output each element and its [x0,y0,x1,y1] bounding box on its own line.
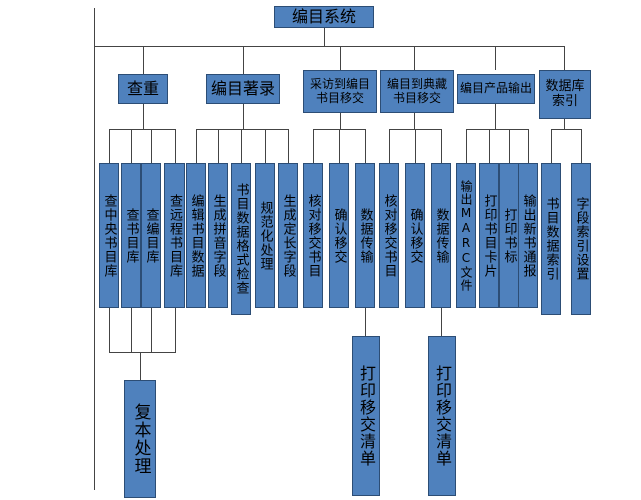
connector [109,129,175,130]
connector [509,129,510,163]
connector [415,129,416,163]
connector [581,129,582,163]
connector [109,352,175,353]
function-node: 核对移交书目 [379,163,399,308]
output-node: 打印移交清单 [428,336,456,496]
output-node: 复本处理 [124,380,156,498]
function-node: 确认移交 [405,163,425,308]
module-database-index: 数据库索引 [539,70,591,119]
connector [489,129,490,163]
connector [441,308,442,336]
connector [151,129,152,163]
connector [151,308,152,353]
function-node: 规范化处理 [255,163,275,308]
connector [466,129,528,130]
connector [466,129,467,163]
connector [340,46,341,70]
connector [140,352,141,380]
module-cat-to-collection-transfer: 编目到典藏书目移交 [380,70,454,113]
connector [143,46,144,74]
connector [414,46,415,70]
connector [441,129,442,163]
connector [495,104,496,130]
connector [389,129,390,163]
connector [94,8,95,490]
connector [365,308,366,336]
output-node: 打印移交清单 [352,336,380,496]
module-cataloging: 编目著录 [206,74,280,104]
function-node: 数据传输 [355,163,375,308]
connector [313,129,314,163]
root-node: 编目系统 [274,6,374,28]
connector [175,129,176,163]
connector [414,113,415,130]
connector [324,27,325,47]
connector [131,129,132,163]
connector [94,46,564,47]
connector [564,46,565,70]
connector [365,129,366,163]
function-node: 查中央书目库 [99,163,119,308]
function-node: 确认移交 [329,163,349,308]
function-node: 查远程书目库 [164,163,185,308]
function-node: 打印书标 [499,163,519,308]
connector [241,129,242,163]
function-node: 书目数据索引 [541,163,561,315]
function-node: 输出新书通报 [518,163,538,308]
function-node: 生成定长字段 [278,163,298,308]
function-node: 输出MARC文件 [456,163,476,308]
connector [218,129,219,163]
connector [243,46,244,74]
connector [551,129,581,130]
function-node: 核对移交书目 [303,163,323,308]
module-catalog-output: 编目产品输出 [457,74,535,104]
connector [196,129,288,130]
connector [340,113,341,130]
module-duplicate-check: 查重 [118,74,168,104]
connector [109,308,110,353]
connector [265,129,266,163]
connector [175,308,176,353]
connector [196,129,197,163]
connector [564,119,565,130]
connector [528,129,529,163]
function-node: 生成拼音字段 [208,163,228,308]
connector [131,308,132,353]
connector [495,46,496,70]
module-acq-to-cat-transfer: 采访到编目书目移交 [303,70,377,113]
function-node: 字段索引设置 [571,163,591,315]
connector [243,104,244,130]
function-node: 书目数据格式检查 [231,163,251,315]
function-node: 打印书目卡片 [479,163,499,308]
function-node: 查编目库 [141,163,161,308]
connector [551,129,552,163]
connector [288,129,289,163]
connector [109,129,110,163]
connector [143,104,144,130]
function-node: 编辑书目数据 [186,163,206,308]
function-node: 查书目库 [121,163,141,308]
connector [339,129,340,163]
function-node: 数据传输 [431,163,451,308]
